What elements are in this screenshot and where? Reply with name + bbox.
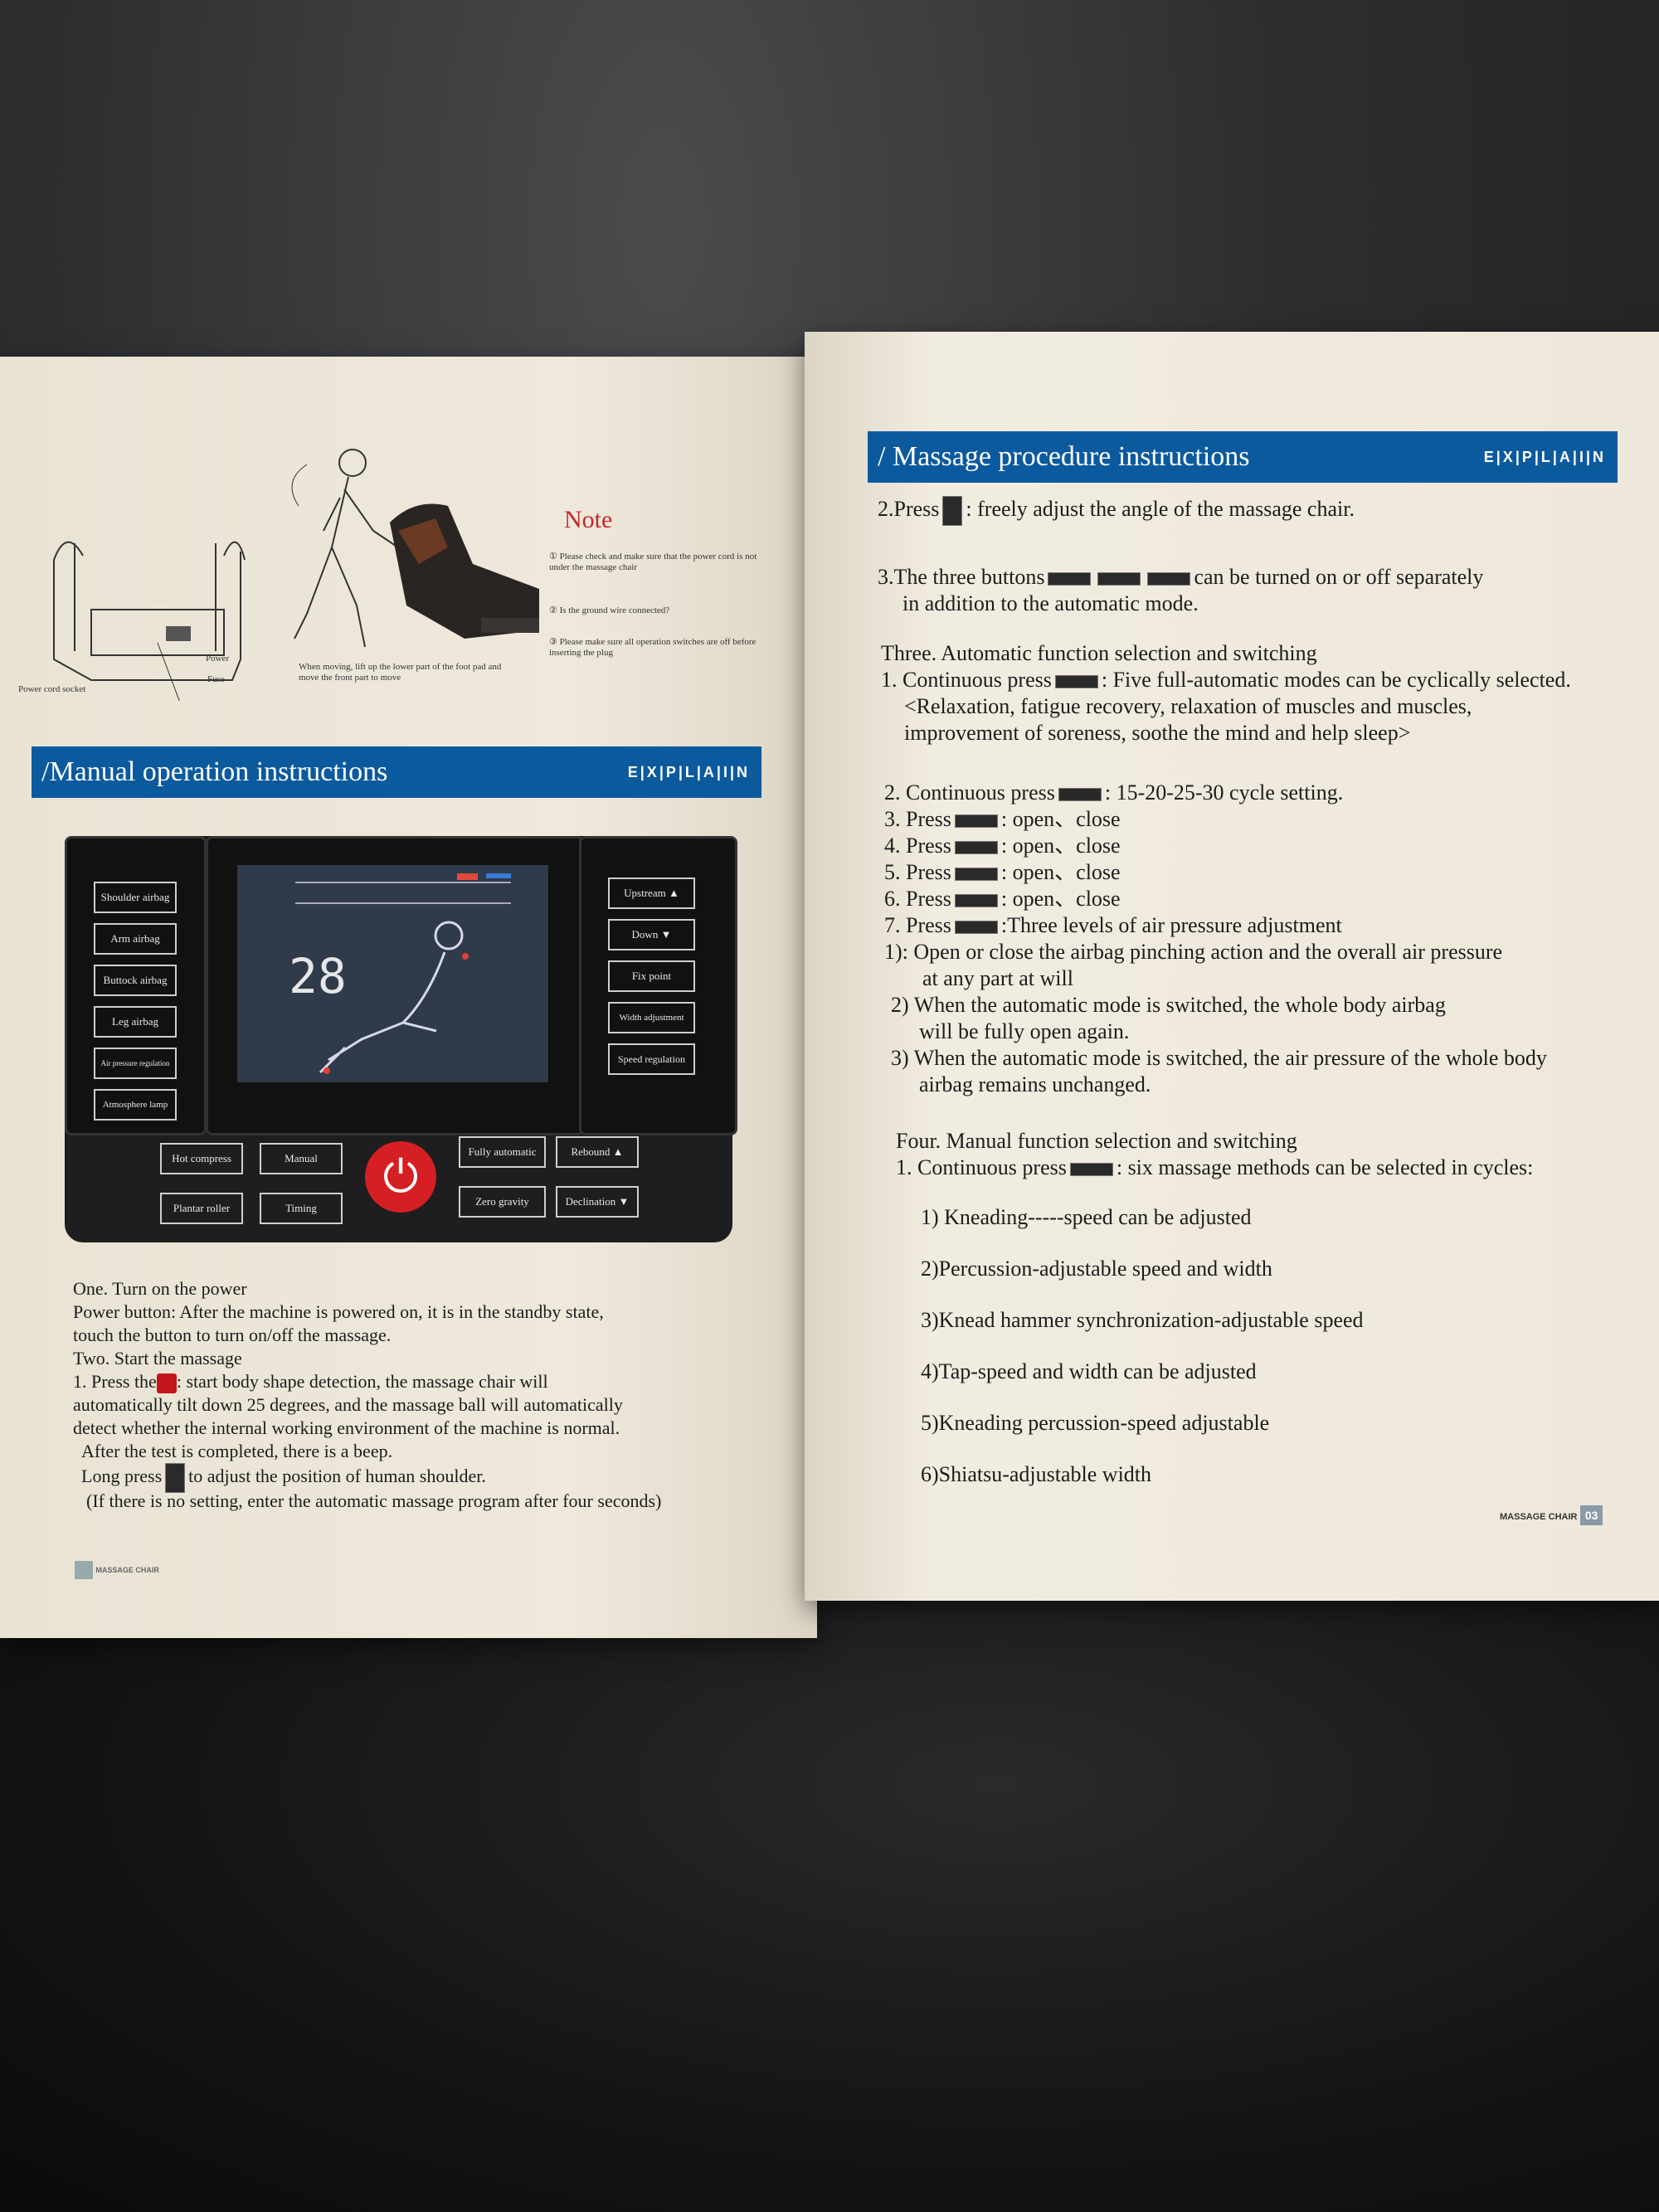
width-adjustment-button: Width adjustment	[608, 1002, 695, 1033]
method-5: 5)Kneading percussion-speed adjustable	[921, 1411, 1270, 1435]
three-auto-title: Three. Automatic function selection and …	[881, 641, 1317, 665]
lcd-screen: 28	[237, 865, 548, 1082]
three-buttons-line-2: in addition to the automatic mode.	[902, 591, 1199, 615]
upstream-button: Upstream ▲	[608, 878, 695, 909]
press-5-line: 5. Press: open、close	[884, 860, 1121, 884]
method-6: 6)Shiatsu-adjustable width	[921, 1462, 1152, 1486]
rebound-button: Rebound ▲	[556, 1136, 639, 1168]
power-button-text-1: Power button: After the machine is power…	[73, 1301, 604, 1322]
explain-tag: E|X|P|L|A|I|N	[1483, 448, 1606, 465]
right-footer: MASSAGE CHAIR 03	[1500, 1505, 1603, 1525]
arm-airbag-button: Arm airbag	[94, 923, 177, 955]
zero-gravity-button: Zero gravity	[459, 1186, 546, 1218]
sub-1a: 1): Open or close the airbag pinching ac…	[884, 940, 1503, 964]
air-pressure-button: Air pressure regulation	[94, 1048, 177, 1079]
power-button-text-2: touch the button to turn on/off the mass…	[73, 1325, 392, 1345]
sub-3a: 3) When the automatic mode is switched, …	[891, 1046, 1547, 1070]
power-icon: ⏻	[365, 1141, 436, 1213]
start-line-2: automatically tilt down 25 degrees, and …	[73, 1394, 623, 1415]
method-4: 4)Tap-speed and width can be adjusted	[921, 1359, 1257, 1383]
manual-operation-banner: /Manual operation instructions E|X|P|L|A…	[32, 746, 761, 798]
two-start-massage: Two. Start the massage	[73, 1348, 242, 1369]
chair-base-illustration	[53, 541, 246, 701]
four-manual-title: Four. Manual function selection and swit…	[896, 1129, 1297, 1153]
right-page: / Massage procedure instructions E|X|P|L…	[805, 332, 1659, 1601]
shoulder-airbag-button: Shoulder airbag	[94, 882, 177, 913]
figure-caption: When moving, lift up the lower part of t…	[299, 662, 502, 683]
four-1-line: 1. Continuous press: six massage methods…	[896, 1155, 1534, 1179]
declination-button: Declination ▼	[556, 1186, 639, 1218]
manual-button: Manual	[260, 1143, 343, 1174]
sub-2b: will be fully open again.	[919, 1019, 1130, 1043]
note-item-2: ② Is the ground wire connected?	[549, 605, 670, 615]
three-1-modes-a: <Relaxation, fatigue recovery, relaxatio…	[904, 694, 1472, 718]
press-2-line: 2.Press: freely adjust the angle of the …	[878, 496, 1355, 527]
timer-display: 28	[289, 948, 347, 1004]
control-panel-diagram: Shoulder airbag Arm airbag Buttock airba…	[65, 836, 737, 1242]
press-6-line: 6. Press: open、close	[884, 887, 1121, 911]
moving-chair-illustration	[291, 449, 539, 648]
sub-3b: airbag remains unchanged.	[919, 1072, 1151, 1096]
speed-regulation-button: Speed regulation	[608, 1043, 695, 1075]
press-4-line: 4. Press: open、close	[884, 834, 1121, 858]
left-footer: MASSAGE CHAIR	[75, 1561, 159, 1579]
press-3-line: 3. Press: open、close	[884, 807, 1121, 831]
body-outline-icon	[319, 921, 469, 1074]
method-2: 2)Percussion-adjustable speed and width	[921, 1257, 1272, 1281]
down-button: Down ▼	[608, 919, 695, 950]
sub-2a: 2) When the automatic mode is switched, …	[891, 993, 1446, 1017]
section-title: /Manual operation instructions	[41, 756, 388, 787]
left-button-column	[65, 836, 207, 1135]
hot-compress-button: Hot compress	[160, 1143, 243, 1174]
start-line-3: detect whether the internal working envi…	[73, 1417, 620, 1438]
one-turn-on-power: One. Turn on the power	[73, 1278, 247, 1299]
fix-point-button: Fix point	[608, 960, 695, 992]
buttock-airbag-button: Buttock airbag	[94, 965, 177, 996]
section-title: / Massage procedure instructions	[878, 441, 1250, 472]
timing-button: Timing	[260, 1193, 343, 1224]
angle-adjust-icon	[942, 496, 963, 527]
shoulder-adjust-icon	[165, 1463, 186, 1493]
background-cloth	[0, 1601, 1659, 2212]
plantar-roller-button: Plantar roller	[160, 1193, 243, 1224]
power-button-icon	[156, 1373, 177, 1393]
fully-automatic-button: Fully automatic	[459, 1136, 546, 1168]
page-number: 03	[1579, 1505, 1603, 1525]
no-setting-note: (If there is no setting, enter the autom…	[86, 1490, 662, 1511]
note-item-1: ① Please check and make sure that the po…	[549, 552, 757, 572]
label-fuse: Fuse	[207, 674, 225, 684]
right-button-column	[579, 836, 737, 1135]
start-line-1: 1. Press the: start body shape detection…	[73, 1371, 548, 1393]
label-power-cord-socket: Power cord socket	[18, 684, 86, 694]
atmosphere-lamp-button: Atmosphere lamp	[94, 1089, 177, 1121]
label-power: Power	[206, 654, 230, 664]
press-7-line: 7. Press:Three levels of air pressure ad…	[884, 913, 1342, 937]
massage-procedure-banner: / Massage procedure instructions E|X|P|L…	[868, 431, 1618, 483]
three-1-modes-b: improvement of soreness, soothe the mind…	[904, 721, 1411, 745]
note-item-3: ③ Please make sure all operation switche…	[549, 637, 757, 658]
method-1: 1) Kneading-----speed can be adjusted	[921, 1205, 1252, 1229]
method-3: 3)Knead hammer synchronization-adjustabl…	[921, 1308, 1364, 1332]
three-1-line: 1. Continuous press: Five full-automatic…	[881, 668, 1571, 692]
note-title: Note	[564, 506, 613, 533]
three-2-line: 2. Continuous press: 15-20-25-30 cycle s…	[884, 780, 1344, 805]
sub-1b: at any part at will	[922, 966, 1073, 990]
start-line-4: After the test is completed, there is a …	[81, 1441, 393, 1461]
explain-tag: E|X|P|L|A|I|N	[627, 763, 750, 780]
page-number-box	[75, 1561, 93, 1579]
left-page: Power Fuse Power cord socket When moving…	[0, 357, 817, 1638]
leg-airbag-button: Leg airbag	[94, 1006, 177, 1038]
